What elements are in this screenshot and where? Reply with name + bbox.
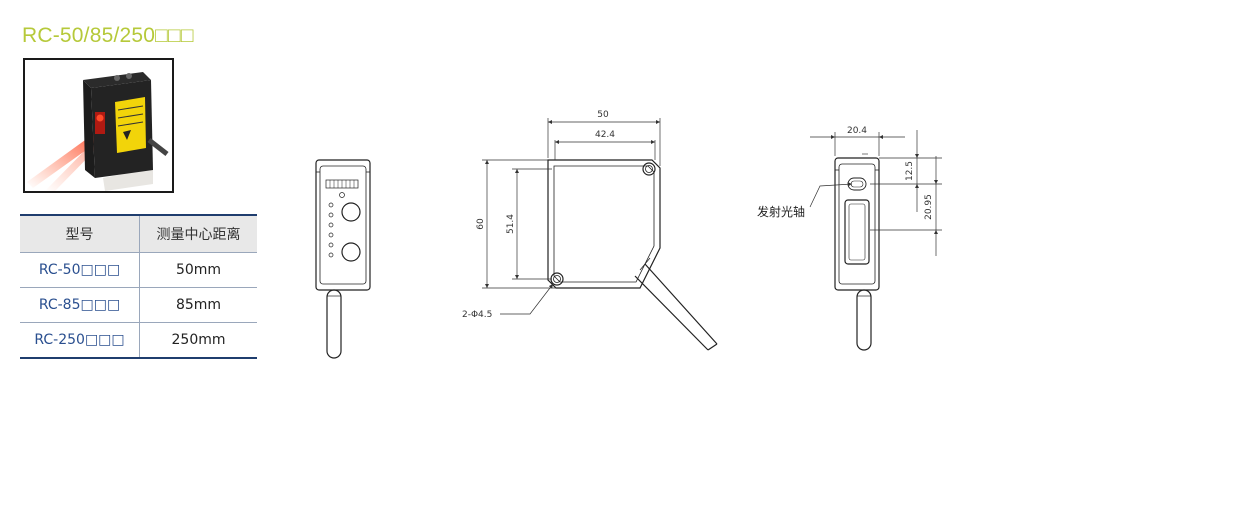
hole-label: 2-Φ4.5 xyxy=(462,310,492,320)
model-spec-table: 型号 测量中心距离 RC-50□□□ 50mm RC-85□□□ 85mm RC… xyxy=(20,214,257,359)
dim-side-width: 20.4 xyxy=(847,126,867,136)
model-cell: RC-50□□□ xyxy=(20,252,140,288)
dim-side-offset-axis: 20.95 xyxy=(924,194,934,220)
distance-cell: 50mm xyxy=(139,252,257,288)
dim-width-total: 50 xyxy=(597,110,609,120)
rear-view-dimensions xyxy=(809,130,942,256)
header-distance: 测量中心距离 xyxy=(139,214,257,253)
distance-cell: 250mm xyxy=(139,322,257,359)
table-header-row: 型号 测量中心距离 xyxy=(20,214,257,253)
dim-side-offset-top: 12.5 xyxy=(905,161,915,181)
rear-view xyxy=(834,153,880,351)
front-view xyxy=(315,159,371,359)
table-row: RC-50□□□ 50mm xyxy=(20,252,257,288)
product-title: RC-50/85/250□□□ xyxy=(22,24,194,47)
model-cell: RC-85□□□ xyxy=(20,287,140,323)
distance-cell: 85mm xyxy=(139,287,257,323)
dim-height-inner: 51.4 xyxy=(506,214,516,234)
dim-width-inner: 42.4 xyxy=(595,130,615,140)
model-cell: RC-250□□□ xyxy=(20,322,140,359)
table-row: RC-250□□□ 250mm xyxy=(20,322,257,359)
side-view-dimensions xyxy=(482,118,661,315)
dim-height-total: 60 xyxy=(476,218,486,230)
side-view xyxy=(547,159,718,351)
table-row: RC-85□□□ 85mm xyxy=(20,287,257,323)
emission-axis-label: 发射光轴 xyxy=(757,204,805,219)
product-photo xyxy=(23,58,174,193)
header-model: 型号 xyxy=(20,214,140,253)
